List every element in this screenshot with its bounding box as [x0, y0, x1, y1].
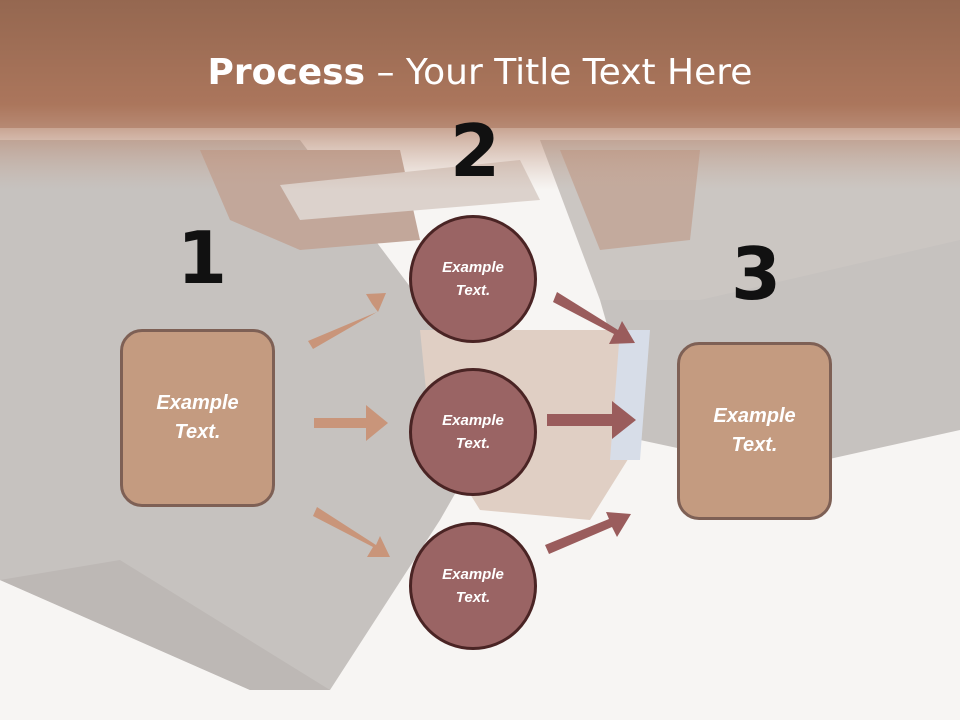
arrow-right-bottom [545, 512, 631, 554]
step-number-3: 3 [731, 232, 782, 316]
arrow-left-top [308, 293, 386, 349]
step-3-box[interactable]: Example Text. [677, 342, 832, 520]
step-1-box-text: Example Text. [156, 392, 239, 443]
step-2-circle-middle-text: Example Text. [442, 411, 504, 452]
step-2-circle-bottom[interactable]: Example Text. [409, 522, 537, 650]
step-number-1: 1 [177, 216, 228, 300]
arrow-right-middle [547, 401, 636, 439]
slide-title: Process – Your Title Text Here [0, 52, 960, 93]
arrow-left-bottom [313, 507, 390, 557]
step-3-box-text: Example Text. [713, 405, 796, 456]
step-2-circle-top[interactable]: Example Text. [409, 215, 537, 343]
arrow-left-middle [314, 405, 388, 441]
step-2-circle-middle[interactable]: Example Text. [409, 368, 537, 496]
title-rest: – Your Title Text Here [365, 52, 753, 93]
step-2-circle-bottom-text: Example Text. [442, 565, 504, 606]
step-1-box[interactable]: Example Text. [120, 329, 275, 507]
step-2-circle-top-text: Example Text. [442, 258, 504, 299]
title-bold: Process [207, 52, 366, 93]
arrow-right-top [553, 292, 635, 344]
step-number-2: 2 [450, 109, 501, 193]
